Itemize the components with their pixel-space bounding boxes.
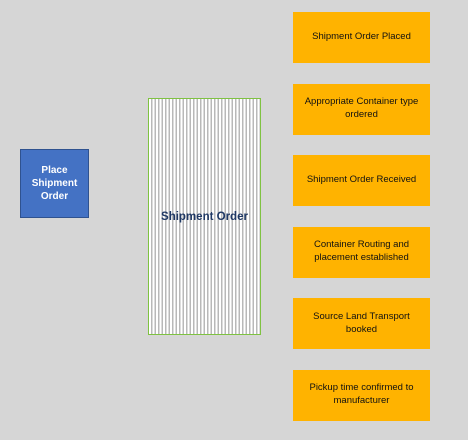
step-box: Shipment Order Placed	[293, 12, 430, 63]
step-label: Appropriate Container type ordered	[304, 96, 419, 120]
step-box: Container Routing and placement establis…	[293, 226, 430, 278]
step-label: Container Routing and placement establis…	[313, 239, 410, 263]
place-shipment-order-box: Place Shipment Order	[20, 149, 89, 218]
step-label: Shipment Order Placed	[312, 31, 411, 43]
step-box: Appropriate Container type ordered	[293, 83, 430, 135]
process-steps: Shipment Order Placed Appropriate Contai…	[293, 12, 430, 421]
shipment-order-document: Shipment Order	[148, 98, 261, 335]
step-box: Source Land Transport booked	[293, 298, 430, 349]
step-box: Pickup time confirmed to manufacturer	[293, 369, 430, 421]
shipment-order-label: Shipment Order	[161, 210, 248, 223]
step-label: Shipment Order Received	[306, 174, 417, 186]
step-box: Shipment Order Received	[293, 155, 430, 206]
step-label: Source Land Transport booked	[313, 310, 410, 335]
place-shipment-order-label: Place Shipment Order	[31, 165, 78, 202]
step-label: Pickup time confirmed to manufacturer	[309, 382, 414, 406]
